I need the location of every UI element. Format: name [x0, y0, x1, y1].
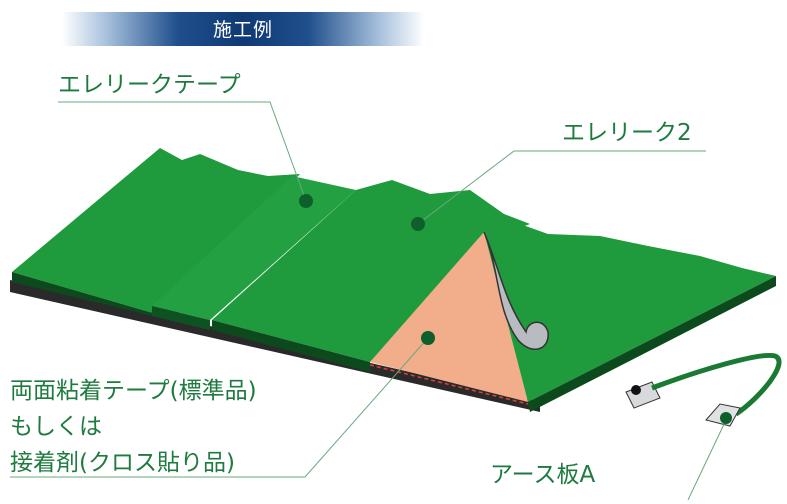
peeled-corner — [483, 231, 549, 350]
sheet-right — [484, 224, 776, 402]
leader-sheet — [417, 150, 706, 225]
label-adhesive-line3: 接着剤(クロス貼り品) — [10, 450, 235, 476]
label-earth-plate: アース板A — [490, 462, 596, 488]
banner-title: 施工例 — [212, 19, 273, 41]
sheet-main — [212, 180, 530, 362]
leader-adhesive — [10, 337, 429, 478]
adhesive-dashed-edge — [369, 364, 529, 405]
earth-cable — [651, 352, 782, 417]
marker-adhesive — [421, 331, 435, 345]
marker-sheet — [411, 217, 425, 231]
label-elerik-tape: エレリークテープ — [58, 72, 241, 98]
label-elerik-2: エレリーク2 — [562, 120, 692, 146]
sheet-right-edge — [528, 276, 776, 412]
leader-earth — [687, 419, 727, 501]
elerik-tape-edge — [152, 306, 210, 330]
earth-plate-hole — [631, 385, 641, 395]
marker-tape — [299, 194, 313, 208]
elerik-tape-strip — [152, 176, 356, 320]
earth-plate — [625, 381, 661, 409]
label-adhesive-line1: 両面粘着テープ(標準品) — [10, 378, 257, 404]
marker-earth — [720, 412, 732, 424]
sheet-left-edge — [12, 272, 178, 322]
title-banner: 施工例 — [62, 12, 424, 46]
sheet-main-edge — [212, 320, 370, 372]
label-adhesive-line2: もしくは — [10, 414, 102, 440]
sheet-left-piece — [12, 148, 300, 318]
leader-tape — [58, 101, 307, 202]
